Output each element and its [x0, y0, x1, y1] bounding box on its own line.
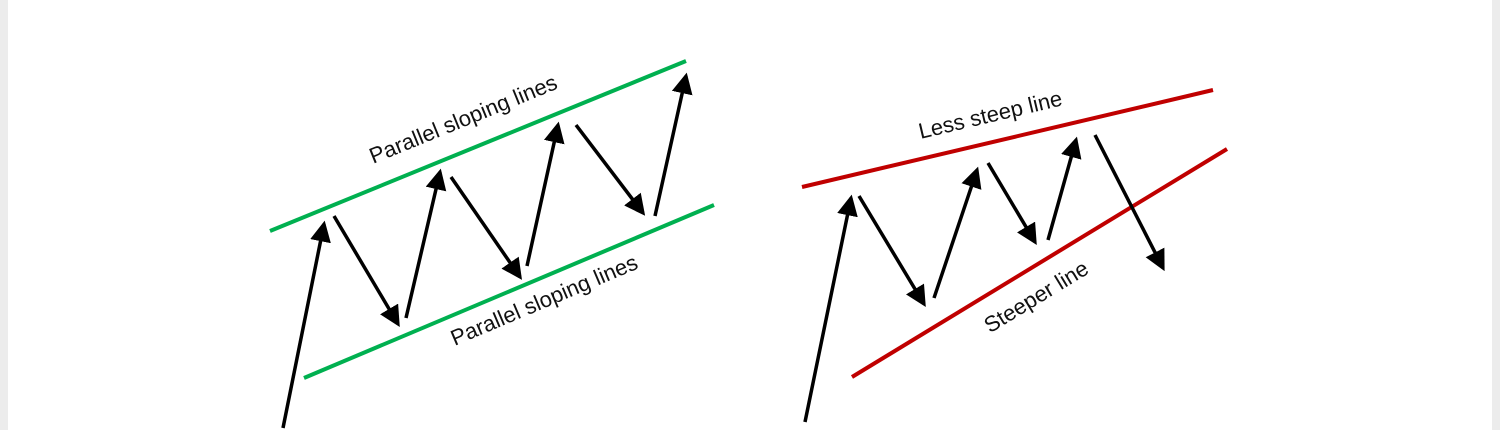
price-arrow	[803, 194, 858, 423]
price-arrow	[281, 220, 331, 429]
diagram-svg: Parallel sloping lines Parallel sloping …	[269, 59, 1229, 429]
less-steep-line-label: Less steep line	[916, 86, 1065, 144]
rising-wedge-pattern: Less steep line Steeper line	[801, 86, 1229, 423]
price-arrow	[1046, 136, 1082, 241]
upper-channel-line	[269, 59, 687, 233]
price-arrow	[525, 121, 565, 267]
lower-channel-line	[303, 203, 715, 380]
price-arrows-right	[803, 134, 1165, 423]
price-arrow	[932, 166, 982, 299]
resistance-line-less-steep	[801, 88, 1214, 189]
lower-channel-label: Parallel sloping lines	[447, 250, 641, 351]
price-arrow	[332, 215, 400, 328]
price-arrow	[653, 72, 693, 217]
price-arrow	[857, 195, 926, 307]
price-arrow	[449, 176, 522, 280]
price-arrow	[574, 123, 646, 216]
price-arrow	[1093, 134, 1165, 272]
steeper-line-label: Steeper line	[979, 255, 1092, 337]
price-arrows-left	[281, 72, 693, 429]
support-line-steeper	[850, 147, 1229, 379]
diagram-canvas: Parallel sloping lines Parallel sloping …	[8, 0, 1492, 430]
price-arrow	[404, 168, 447, 319]
parallel-channel-pattern: Parallel sloping lines Parallel sloping …	[269, 59, 715, 429]
price-arrow	[986, 162, 1037, 246]
